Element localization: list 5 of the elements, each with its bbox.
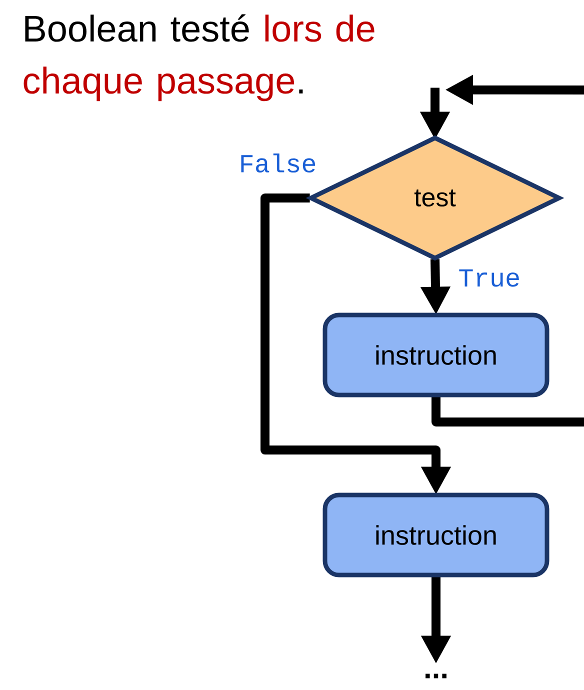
process-box: instruction [322, 312, 550, 398]
ellipsis: ... [426, 674, 446, 678]
edge-label: True [457, 268, 522, 288]
process-box: instruction [322, 492, 550, 578]
heading: Boolean testé lors de chaque passage. [24, 14, 374, 102]
